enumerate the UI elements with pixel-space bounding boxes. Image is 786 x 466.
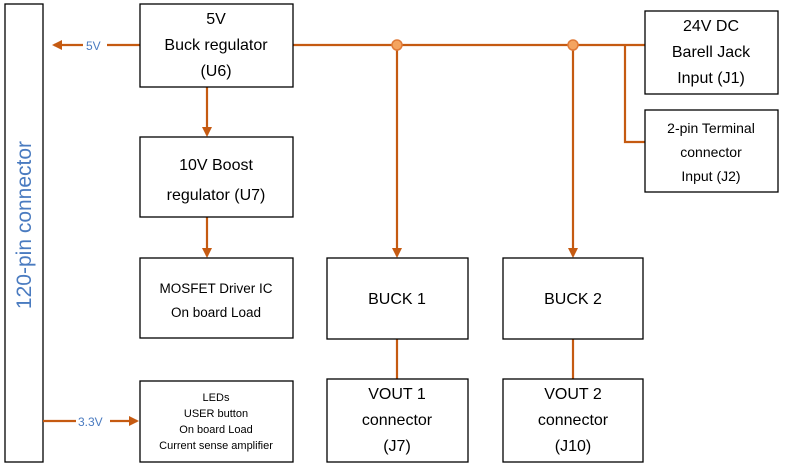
u6-line-1: 5V xyxy=(206,11,226,28)
vout1-line-1: VOUT 1 xyxy=(368,386,426,403)
rail-5v-label-bg xyxy=(83,37,107,53)
j1-line-1: 24V DC xyxy=(683,18,739,35)
mosfet-line-1: MOSFET Driver IC xyxy=(159,281,272,296)
vout2-line-2: connector xyxy=(538,412,609,429)
vout2-line-3: (J10) xyxy=(555,438,591,455)
block-j2-terminal-connector: 2-pin Terminal connector Input (J2) xyxy=(644,109,779,193)
mosfet-line-2: On board Load xyxy=(171,305,261,320)
junction-buck1 xyxy=(391,39,403,51)
block-buck-2: BUCK 2 xyxy=(502,257,644,340)
j1-line-3: Input (J1) xyxy=(677,70,745,87)
vout2-line-1: VOUT 2 xyxy=(544,386,602,403)
u6-line-3: (U6) xyxy=(200,63,231,80)
j1-line-2: Barell Jack xyxy=(672,44,751,61)
leds-line-3: On board Load xyxy=(179,424,252,436)
u6-line-2: Buck regulator xyxy=(164,37,268,54)
rail-3v3-label-bg xyxy=(76,413,110,429)
block-vout1-connector: VOUT 1 connector (J7) xyxy=(326,378,469,463)
j2-line-1: 2-pin Terminal xyxy=(667,120,755,136)
rail-3v3-label: 3.3V xyxy=(78,415,103,429)
buck2-label: BUCK 2 xyxy=(544,291,602,308)
block-leds-user-button: LEDs USER button On board Load Current s… xyxy=(139,380,294,463)
block-j1-barrel-jack: 24V DC Barell Jack Input (J1) xyxy=(644,10,779,95)
leds-line-2: USER button xyxy=(184,408,248,420)
junction-buck2 xyxy=(567,39,579,51)
connector-120-pin-label: 120-pin connector xyxy=(13,141,36,309)
u7-line-1: 10V Boost xyxy=(179,157,253,174)
u7-line-2: regulator (U7) xyxy=(167,187,266,204)
wire-j2-feed xyxy=(623,45,645,144)
block-mosfet-driver: MOSFET Driver IC On board Load xyxy=(139,257,294,339)
wires xyxy=(43,40,645,426)
block-u7-boost-regulator: 10V Boost regulator (U7) xyxy=(139,136,294,218)
buck1-label: BUCK 1 xyxy=(368,291,426,308)
block-u6-buck-regulator: 5V Buck regulator (U6) xyxy=(139,3,294,88)
leds-line-1: LEDs xyxy=(203,392,230,404)
rail-5v-label: 5V xyxy=(86,39,101,53)
vout1-line-2: connector xyxy=(362,412,433,429)
j2-line-3: Input (J2) xyxy=(681,168,740,184)
leds-line-4: Current sense amplifier xyxy=(159,440,273,452)
vout1-line-3: (J7) xyxy=(383,438,411,455)
j2-line-2: connector xyxy=(680,144,742,160)
block-buck-1: BUCK 1 xyxy=(326,257,469,340)
connector-120-pin xyxy=(4,3,44,463)
block-vout2-connector: VOUT 2 connector (J10) xyxy=(502,378,644,463)
